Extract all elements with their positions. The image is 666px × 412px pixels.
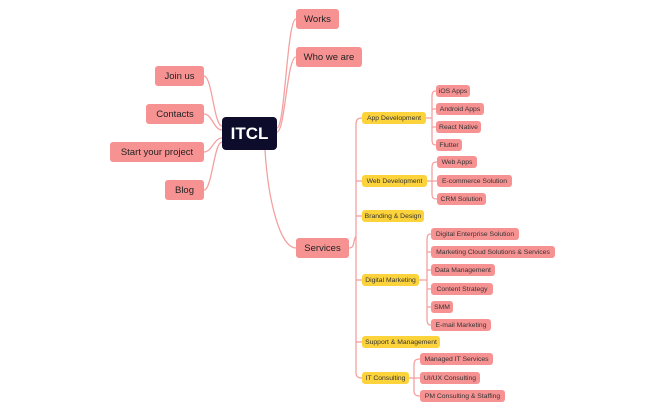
leaf-android-apps[interactable]: Android Apps xyxy=(436,103,484,115)
leaf-react-native[interactable]: React Native xyxy=(436,121,481,133)
node-services[interactable]: Services xyxy=(296,238,349,258)
node-web-development[interactable]: Web Development xyxy=(362,175,427,187)
leaf-flutter[interactable]: Flutter xyxy=(436,139,462,151)
leaf-content-strategy[interactable]: Content Strategy xyxy=(431,283,493,295)
leaf-digital-enterprise-solution[interactable]: Digital Enterprise Solution xyxy=(431,228,519,240)
leaf-marketing-cloud[interactable]: Marketing Cloud Solutions & Services xyxy=(431,246,555,258)
node-start-your-project[interactable]: Start your project xyxy=(110,142,204,162)
node-branding-design[interactable]: Branding & Design xyxy=(362,210,424,222)
node-join-us[interactable]: Join us xyxy=(155,66,204,86)
node-blog[interactable]: Blog xyxy=(165,180,204,200)
node-works[interactable]: Works xyxy=(296,9,339,29)
leaf-ios-apps[interactable]: iOS Apps xyxy=(436,85,470,97)
node-digital-marketing[interactable]: Digital Marketing xyxy=(362,274,419,286)
leaf-pm-consulting-staffing[interactable]: PM Consulting & Staffing xyxy=(420,390,505,402)
node-contacts[interactable]: Contacts xyxy=(146,104,204,124)
node-who-we-are[interactable]: Who we are xyxy=(296,47,362,67)
leaf-email-marketing[interactable]: E-mail Marketing xyxy=(431,319,491,331)
node-app-development[interactable]: App Development xyxy=(362,112,426,124)
leaf-data-management[interactable]: Data Management xyxy=(431,264,495,276)
leaf-managed-it-services[interactable]: Managed IT Services xyxy=(420,353,493,365)
leaf-web-apps[interactable]: Web Apps xyxy=(437,156,477,168)
leaf-uiux-consulting[interactable]: UI/UX Consulting xyxy=(420,372,480,384)
node-it-consulting[interactable]: IT Consulting xyxy=(362,372,409,384)
root-node[interactable]: ITCL xyxy=(222,117,277,150)
leaf-crm-solution[interactable]: CRM Solution xyxy=(437,193,486,205)
leaf-smm[interactable]: SMM xyxy=(431,301,453,313)
node-support-management[interactable]: Support & Management xyxy=(362,336,440,348)
leaf-ecommerce-solution[interactable]: E-commerce Solution xyxy=(437,175,512,187)
